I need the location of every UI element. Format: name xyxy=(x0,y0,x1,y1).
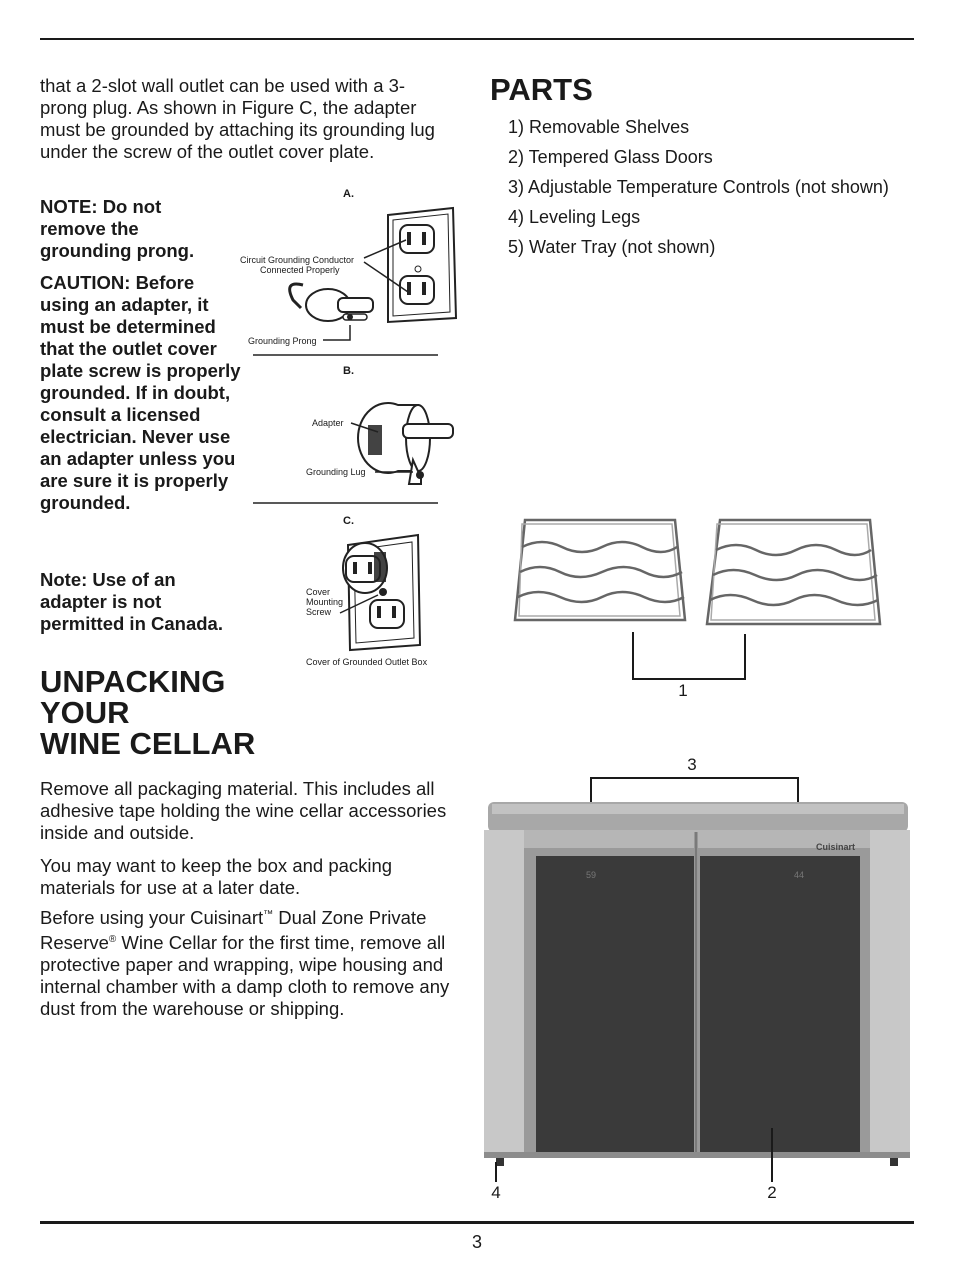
cuisinart-logo: Cuisinart xyxy=(816,842,855,852)
figure-a-conductor-label: Circuit Grounding Conductor xyxy=(240,255,354,265)
adapter-icon xyxy=(357,402,454,485)
list-item: 3) Adjustable Temperature Controls (not … xyxy=(508,177,889,197)
removable-shelves-illustration: 1 xyxy=(513,518,882,700)
bottom-rule xyxy=(40,1221,914,1224)
leveling-leg-right xyxy=(890,1158,898,1166)
list-item: 2) Tempered Glass Doors xyxy=(508,147,713,167)
display-left: 59 xyxy=(586,870,596,880)
list-item: 5) Water Tray (not shown) xyxy=(508,237,716,257)
list-item: 4) Leveling Legs xyxy=(508,207,641,227)
unpacking-p3-part-b: Dual Zone Private Reserve xyxy=(40,907,427,954)
callout-3: 3 xyxy=(687,755,696,774)
unpacking-p3-part-c: Wine Cellar for the first time, remove a… xyxy=(40,932,450,1020)
unpacking-heading-line3: WINE CELLAR xyxy=(40,726,256,761)
leveling-leg-left xyxy=(496,1158,504,1166)
registered-symbol: ® xyxy=(108,934,117,946)
callout-1: 1 xyxy=(678,681,687,700)
trademark-symbol: ™ xyxy=(263,909,274,920)
figure-c-mounting-label: Mounting xyxy=(306,597,343,607)
unpacking-paragraph-2: You may want to keep the box and packing… xyxy=(40,855,393,898)
figure-b-lug-label: Grounding Lug xyxy=(306,467,366,477)
unpacking-paragraph-3: Before using your Cuisinart™ Dual Zone P… xyxy=(40,904,460,1020)
wine-cellar-illustration: 3 59 44 Cuisinart 4 2 xyxy=(484,755,910,1202)
figure-c-letter: C. xyxy=(343,515,354,527)
figure-a-prong-label: Grounding Prong xyxy=(248,336,317,346)
intro-paragraph: that a 2-slot wall outlet can be used wi… xyxy=(40,75,435,162)
figure-a-letter: A. xyxy=(343,188,354,200)
note-canada: Note: Use of an adapter is not permitted… xyxy=(40,569,223,634)
grounded-outlet-icon xyxy=(342,533,422,652)
unpacking-p3-part-a: Before using your Cuisinart xyxy=(40,907,264,929)
display-right: 44 xyxy=(794,870,804,880)
page-number: 3 xyxy=(471,1232,482,1252)
figure-a-conductor-label-2: Connected Properly xyxy=(260,265,340,275)
unpacking-heading-line1: UNPACKING xyxy=(40,664,226,699)
unpacking-paragraph-1: Remove all packaging material. This incl… xyxy=(40,778,447,843)
note-grounding-prong: NOTE: Do not remove the grounding prong. xyxy=(40,196,195,261)
door-glass-left xyxy=(536,856,694,1156)
three-prong-plug-icon xyxy=(288,282,374,322)
wall-outlet-icon xyxy=(387,206,458,324)
callout-2: 2 xyxy=(767,1183,776,1202)
figure-c-screw-label: Screw xyxy=(306,607,332,617)
outlet-figures: A. Circuit Grounding Conductor Connected… xyxy=(240,188,458,667)
list-item: 1) Removable Shelves xyxy=(508,117,690,137)
caution-paragraph: CAUTION: Before using an adapter, it mus… xyxy=(40,272,241,513)
figure-b-letter: B. xyxy=(343,365,354,377)
figure-b-adapter-label: Adapter xyxy=(312,418,344,428)
unpacking-heading: UNPACKING YOUR WINE CELLAR xyxy=(40,666,255,759)
shelf-right xyxy=(705,518,882,626)
door-glass-right xyxy=(700,856,860,1156)
callout-4: 4 xyxy=(491,1183,500,1202)
unpacking-heading-line2: YOUR xyxy=(40,695,130,730)
parts-list: 1) Removable Shelves 2) Tempered Glass D… xyxy=(508,114,889,264)
figure-c-cover-label: Cover xyxy=(306,587,330,597)
top-rule xyxy=(40,38,914,40)
figure-c-box-label: Cover of Grounded Outlet Box xyxy=(306,657,428,667)
shelf-left xyxy=(513,518,687,622)
parts-heading: PARTS xyxy=(490,72,593,107)
